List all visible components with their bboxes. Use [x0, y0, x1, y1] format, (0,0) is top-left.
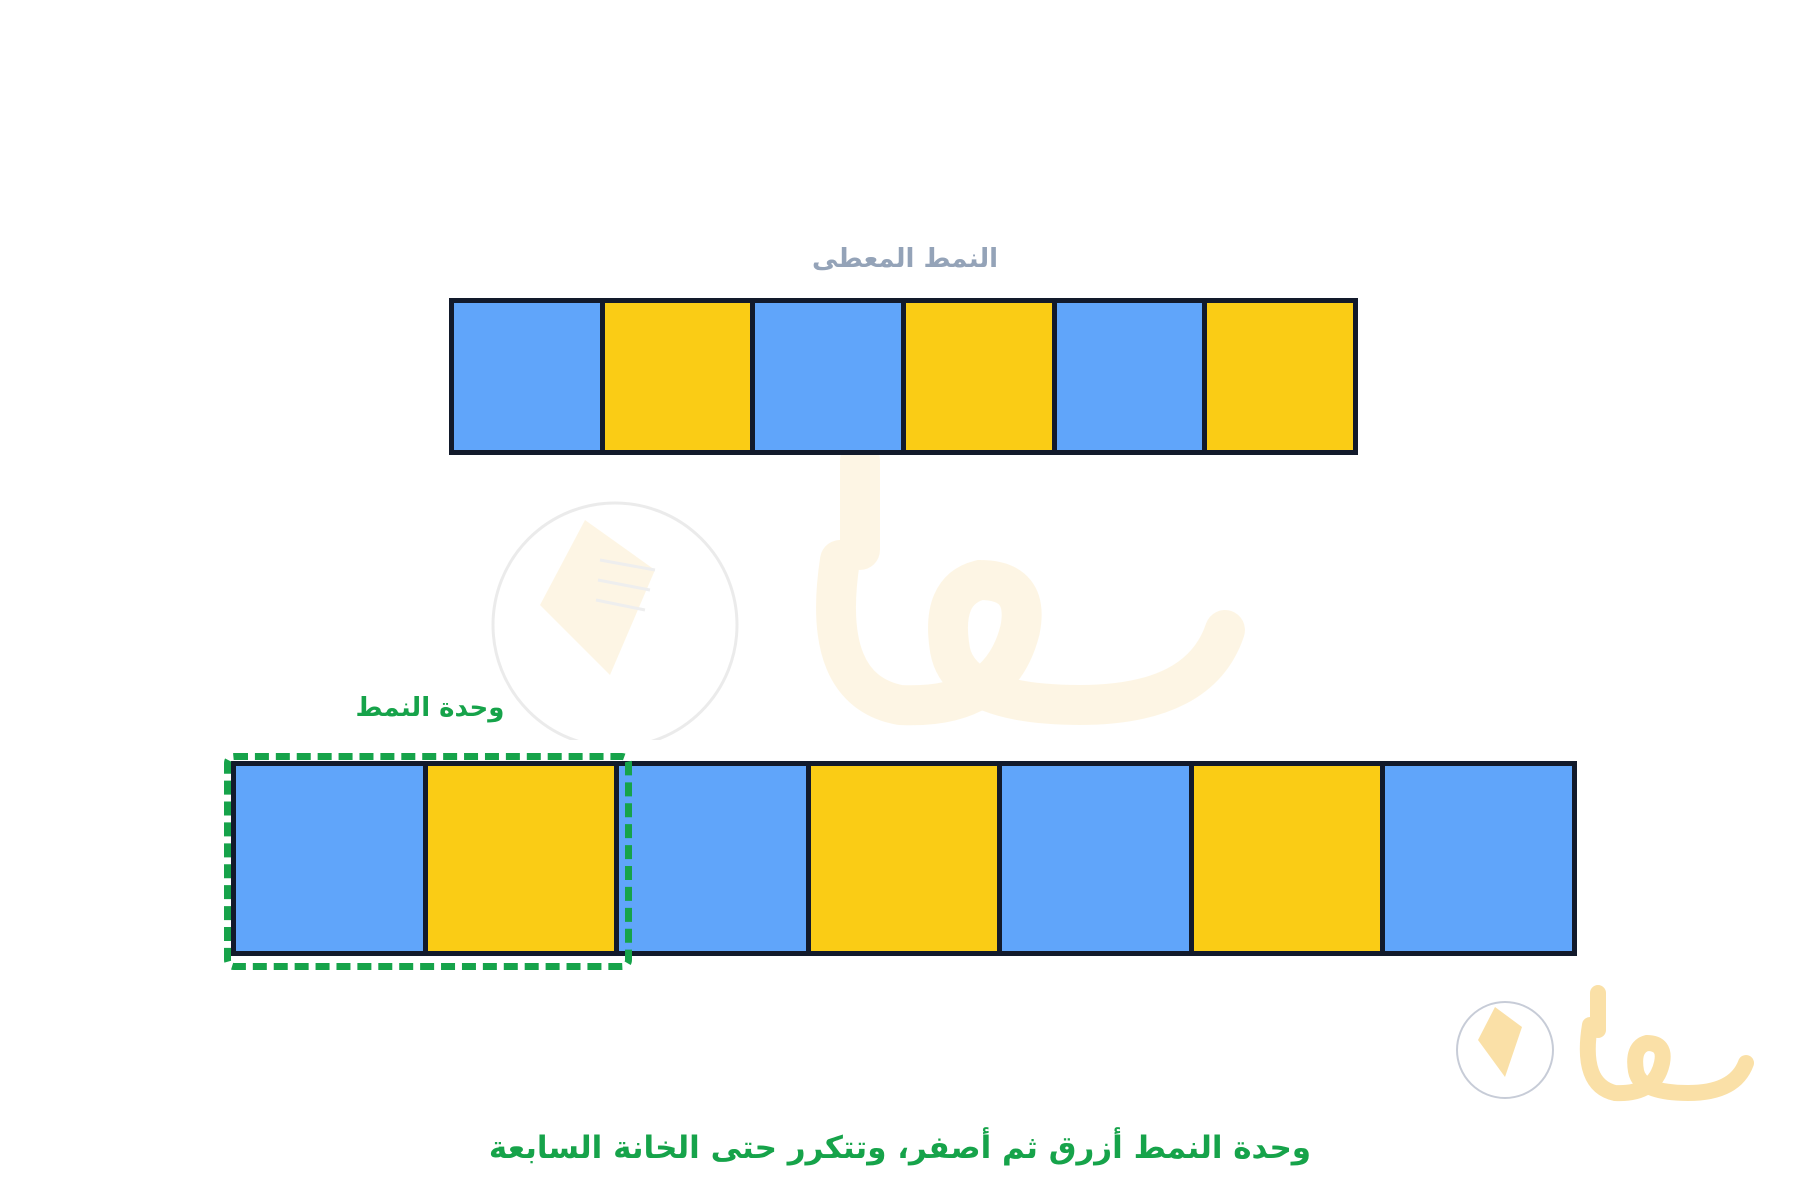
watermark-logo	[480, 440, 1280, 749]
pattern-unit-highlight	[224, 753, 632, 970]
pattern-unit-label: وحدة النمط	[355, 693, 505, 723]
brand-logo-svg	[1456, 985, 1754, 1102]
extended-pattern-cell-5-blue	[997, 766, 1189, 951]
given-pattern-cell-4-yellow	[901, 303, 1052, 450]
extended-pattern-cell-7-blue	[1380, 766, 1573, 951]
caption: وحدة النمط أزرق ثم أصفر، وتتكرر حتى الخا…	[488, 1130, 1312, 1166]
given-pattern-cell-1-blue	[454, 303, 600, 450]
extended-pattern-cell-1-blue	[236, 766, 423, 951]
extended-pattern-cell-2-yellow	[422, 766, 615, 951]
brand-logo	[1450, 985, 1770, 1119]
given-pattern-cell-6-yellow	[1202, 303, 1354, 450]
given-pattern-cell-2-yellow	[599, 303, 751, 450]
given-pattern-strip	[449, 298, 1358, 455]
given-pattern-cell-5-blue	[1051, 303, 1203, 450]
extended-pattern-cell-4-yellow	[805, 766, 998, 951]
given-pattern-cell-3-blue	[750, 303, 902, 450]
extended-pattern-strip	[231, 761, 1577, 956]
extended-pattern-cell-6-yellow	[1188, 766, 1381, 951]
watermark-logo-svg	[491, 440, 1245, 749]
given-pattern-title: النمط المعطى	[811, 244, 999, 274]
extended-pattern-cell-3-blue	[614, 766, 806, 951]
